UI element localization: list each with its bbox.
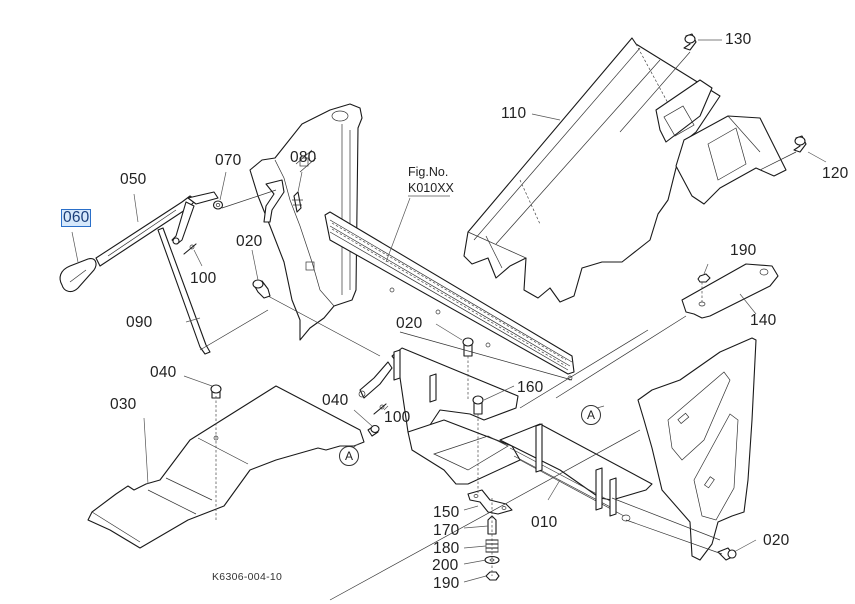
part-120-bolt[interactable] xyxy=(793,135,807,153)
label-060[interactable]: 060 xyxy=(60,209,92,227)
part-010-frame[interactable] xyxy=(358,347,653,522)
label-120[interactable]: 120 xyxy=(822,165,849,182)
label-100-left[interactable]: 100 xyxy=(190,270,217,287)
side-bracket-left xyxy=(249,103,363,341)
label-190-upper[interactable]: 190 xyxy=(730,242,757,259)
figure-number-value: K010XX xyxy=(408,180,454,195)
drawing-code: K6306-004-10 xyxy=(212,571,283,583)
label-090[interactable]: 090 xyxy=(126,314,153,331)
label-020-center[interactable]: 020 xyxy=(396,315,423,332)
label-040-left[interactable]: 040 xyxy=(150,364,177,381)
label-170[interactable]: 170 xyxy=(433,522,460,539)
ribbed-rail xyxy=(324,211,575,381)
part-090-rod[interactable] xyxy=(157,227,211,355)
label-040-right[interactable]: 040 xyxy=(322,392,349,409)
part-080-spring-pin[interactable] xyxy=(292,191,303,213)
part-160-bolt[interactable] xyxy=(472,395,484,415)
part-040-bolt-left[interactable] xyxy=(210,384,222,399)
label-150[interactable]: 150 xyxy=(433,504,460,521)
label-030[interactable]: 030 xyxy=(110,396,137,413)
upper-right-bracket xyxy=(675,115,787,205)
part-110-chute[interactable] xyxy=(463,37,721,303)
label-160[interactable]: 160 xyxy=(517,379,544,396)
label-010[interactable]: 010 xyxy=(531,514,558,531)
label-200[interactable]: 200 xyxy=(432,557,459,574)
side-panel-right xyxy=(637,337,757,561)
label-050[interactable]: 050 xyxy=(120,171,147,188)
part-040-bolt-right[interactable] xyxy=(367,424,380,437)
part-140-plate[interactable] xyxy=(681,263,779,319)
label-020-right[interactable]: 020 xyxy=(763,532,790,549)
part-100-pin-center[interactable] xyxy=(373,403,387,415)
part-180-spring[interactable] xyxy=(485,539,499,553)
label-110[interactable]: 110 xyxy=(501,105,527,122)
assembly-lines xyxy=(199,51,797,601)
label-130[interactable]: 130 xyxy=(725,31,752,48)
part-020-bolt-center[interactable] xyxy=(462,337,474,357)
part-030-cover[interactable] xyxy=(87,385,365,549)
part-070-washer[interactable] xyxy=(212,200,224,210)
figure-number: Fig.No. K010XX xyxy=(408,165,454,196)
part-020-bolt-right[interactable] xyxy=(717,547,737,561)
part-050-lever[interactable] xyxy=(95,191,219,267)
label-190-lower[interactable]: 190 xyxy=(433,575,460,592)
part-190-nut-upper[interactable] xyxy=(697,273,711,283)
part-130-bolt[interactable] xyxy=(683,33,697,51)
label-020-left[interactable]: 020 xyxy=(236,233,263,250)
label-070[interactable]: 070 xyxy=(215,152,242,169)
reference-marker-a-right: A xyxy=(581,405,601,425)
part-150-bracket[interactable] xyxy=(467,489,513,515)
label-100-center[interactable]: 100 xyxy=(384,409,411,426)
part-060-grip[interactable] xyxy=(59,258,97,293)
part-100-pin-left[interactable] xyxy=(183,243,197,255)
figure-number-label: Fig.No. xyxy=(408,165,449,179)
label-140[interactable]: 140 xyxy=(750,312,777,329)
label-180[interactable]: 180 xyxy=(433,540,460,557)
label-080[interactable]: 080 xyxy=(290,149,317,166)
reference-marker-a-left: A xyxy=(339,446,359,466)
part-020-bolt-left[interactable] xyxy=(252,279,271,299)
part-190-nut-lower[interactable] xyxy=(485,571,500,581)
